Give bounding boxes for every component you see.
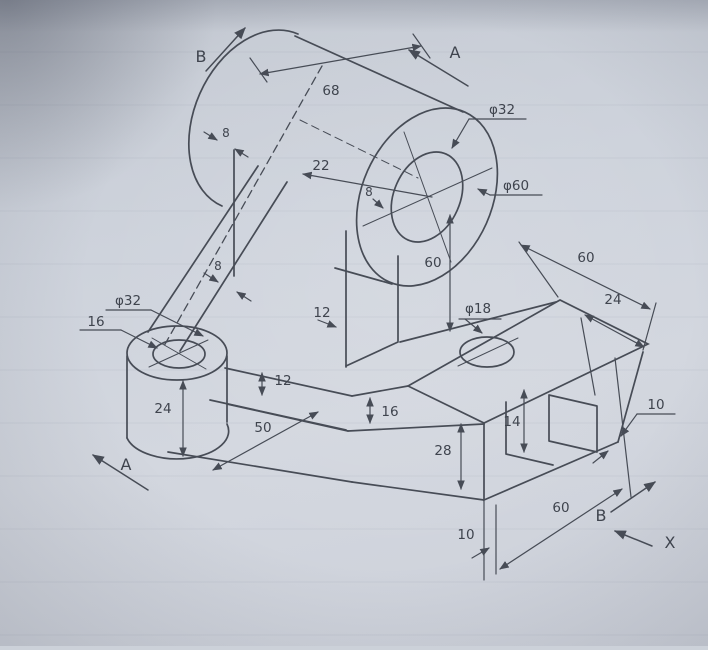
dim-10-step-label: 10 <box>647 397 664 413</box>
angled-rib-outline <box>147 165 288 352</box>
section-b-bottom-label: B <box>596 506 607 525</box>
dim-8-flange-label: 8 <box>222 126 230 140</box>
dim-16-bore-label: 16 <box>87 314 104 330</box>
part-outline <box>126 29 650 581</box>
dia-60-label: φ60 <box>503 178 529 194</box>
dim-68-label: 68 <box>322 83 339 99</box>
x-axis-label: X <box>665 533 676 552</box>
section-labels: B A A B X <box>121 43 676 552</box>
dim-14-label: 14 <box>503 414 520 430</box>
section-b-top-label: B <box>196 47 207 66</box>
dim-60-base-label: 60 <box>552 500 569 516</box>
main-cylinder-outline <box>163 29 499 347</box>
dim-24-boss-label: 24 <box>154 401 171 417</box>
dim-10-bottom-label: 10 <box>457 527 474 543</box>
dimension-labels: 68 8 8 8 22 φ32 φ60 60 60 24 φ18 φ32 16 … <box>87 83 664 543</box>
dim-22-label: 22 <box>312 158 329 174</box>
web-outline <box>345 230 399 368</box>
dim-50-label: 50 <box>254 420 271 436</box>
dim-12-web-label: 12 <box>313 305 330 321</box>
dim-8-face-label: 8 <box>365 185 373 199</box>
dim-60-diag-label: 60 <box>577 250 594 266</box>
section-a-bottom-label: A <box>121 455 132 474</box>
dim-24-notch-label: 24 <box>604 292 621 308</box>
dim-60-vert-label: 60 <box>424 255 441 271</box>
dim-12-slab-label: 12 <box>274 373 291 389</box>
dia-18-label: φ18 <box>465 301 491 317</box>
boss-cylinder-outline <box>126 325 230 460</box>
dimension-lines <box>79 27 676 570</box>
dia-32-boss-label: φ32 <box>115 293 141 309</box>
right-block-outline <box>483 351 644 581</box>
dim-16-plate-label: 16 <box>381 404 398 420</box>
dim-8-rib-label: 8 <box>214 259 222 273</box>
arm-outline <box>167 367 485 501</box>
section-a-top-label: A <box>450 43 461 62</box>
dia-32-top-label: φ32 <box>489 102 515 118</box>
dim-28-label: 28 <box>434 443 451 459</box>
